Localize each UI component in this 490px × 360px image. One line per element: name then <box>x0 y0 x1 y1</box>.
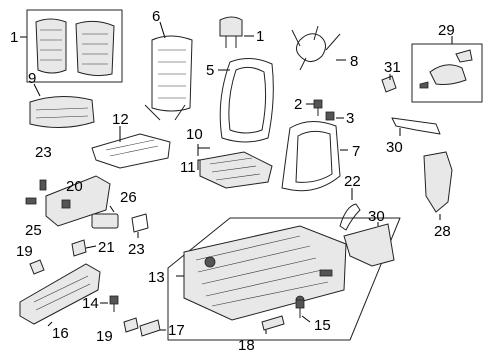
callout-12: 12 <box>112 111 129 128</box>
part-cushion-rail <box>19 263 101 327</box>
callout-20: 20 <box>66 178 83 195</box>
part-small-fittings <box>25 179 47 205</box>
part-bolt <box>100 295 119 312</box>
callout-31: 31 <box>384 59 401 76</box>
part-seat-back-cushion <box>218 58 274 143</box>
callout-19a: 19 <box>16 243 33 260</box>
callout-18: 18 <box>238 337 255 354</box>
callout-8: 8 <box>350 53 358 70</box>
part-connector <box>71 239 97 257</box>
part-knob <box>339 188 361 231</box>
callout-1: 1 <box>256 28 264 45</box>
callout-6: 6 <box>152 8 160 25</box>
part-clip <box>131 213 149 238</box>
callout-27: 28 <box>434 223 451 240</box>
callout-28: 29 <box>438 22 455 39</box>
part-bolt-15 <box>295 299 311 323</box>
callout-4: 1 <box>10 29 18 46</box>
callout-19b: 19 <box>96 328 113 345</box>
callout-11: 11 <box>180 159 196 176</box>
part-seat-cushion-cover <box>91 126 171 169</box>
part-screws <box>306 99 344 121</box>
part-headrest <box>219 16 254 48</box>
callout-14: 14 <box>82 295 99 312</box>
callout-21: 21 <box>98 239 115 256</box>
callout-7: 7 <box>352 143 360 160</box>
callout-5: 5 <box>206 62 214 79</box>
part-seat-track-assembly <box>167 217 401 341</box>
part-seat-back-frame <box>281 121 348 192</box>
part-buttons <box>29 259 139 333</box>
callout-10: 10 <box>186 126 203 143</box>
callout-9: 9 <box>28 70 36 87</box>
part-seat-back-pad <box>144 21 193 121</box>
part-track-clip <box>139 319 166 337</box>
callout-3: 3 <box>346 110 354 127</box>
part-seat-back-panels <box>20 9 123 83</box>
part-wire-harness <box>291 25 346 71</box>
part-side-bracket <box>423 151 453 220</box>
callout-13: 13 <box>148 269 165 286</box>
callout-30: 30 <box>386 139 403 156</box>
callout-15: 15 <box>314 317 331 334</box>
part-clips-kit <box>381 36 483 103</box>
callout-22: 22 <box>344 173 361 190</box>
callout-29: 30 <box>368 208 385 225</box>
part-seat-cushion-pad <box>29 83 95 129</box>
callout-16: 16 <box>52 325 69 342</box>
part-cushion-bracket <box>197 144 273 189</box>
callout-17: 17 <box>168 322 185 339</box>
part-small-bracket <box>261 315 285 334</box>
part-trim-piece <box>391 117 441 136</box>
part-rear-shield <box>343 222 395 267</box>
callout-2: 2 <box>294 96 302 113</box>
callout-26: 26 <box>120 189 137 206</box>
callout-23: 23 <box>128 241 145 258</box>
callout-25: 25 <box>25 222 42 239</box>
part-switch <box>91 205 119 229</box>
callout-24: 23 <box>35 144 52 161</box>
